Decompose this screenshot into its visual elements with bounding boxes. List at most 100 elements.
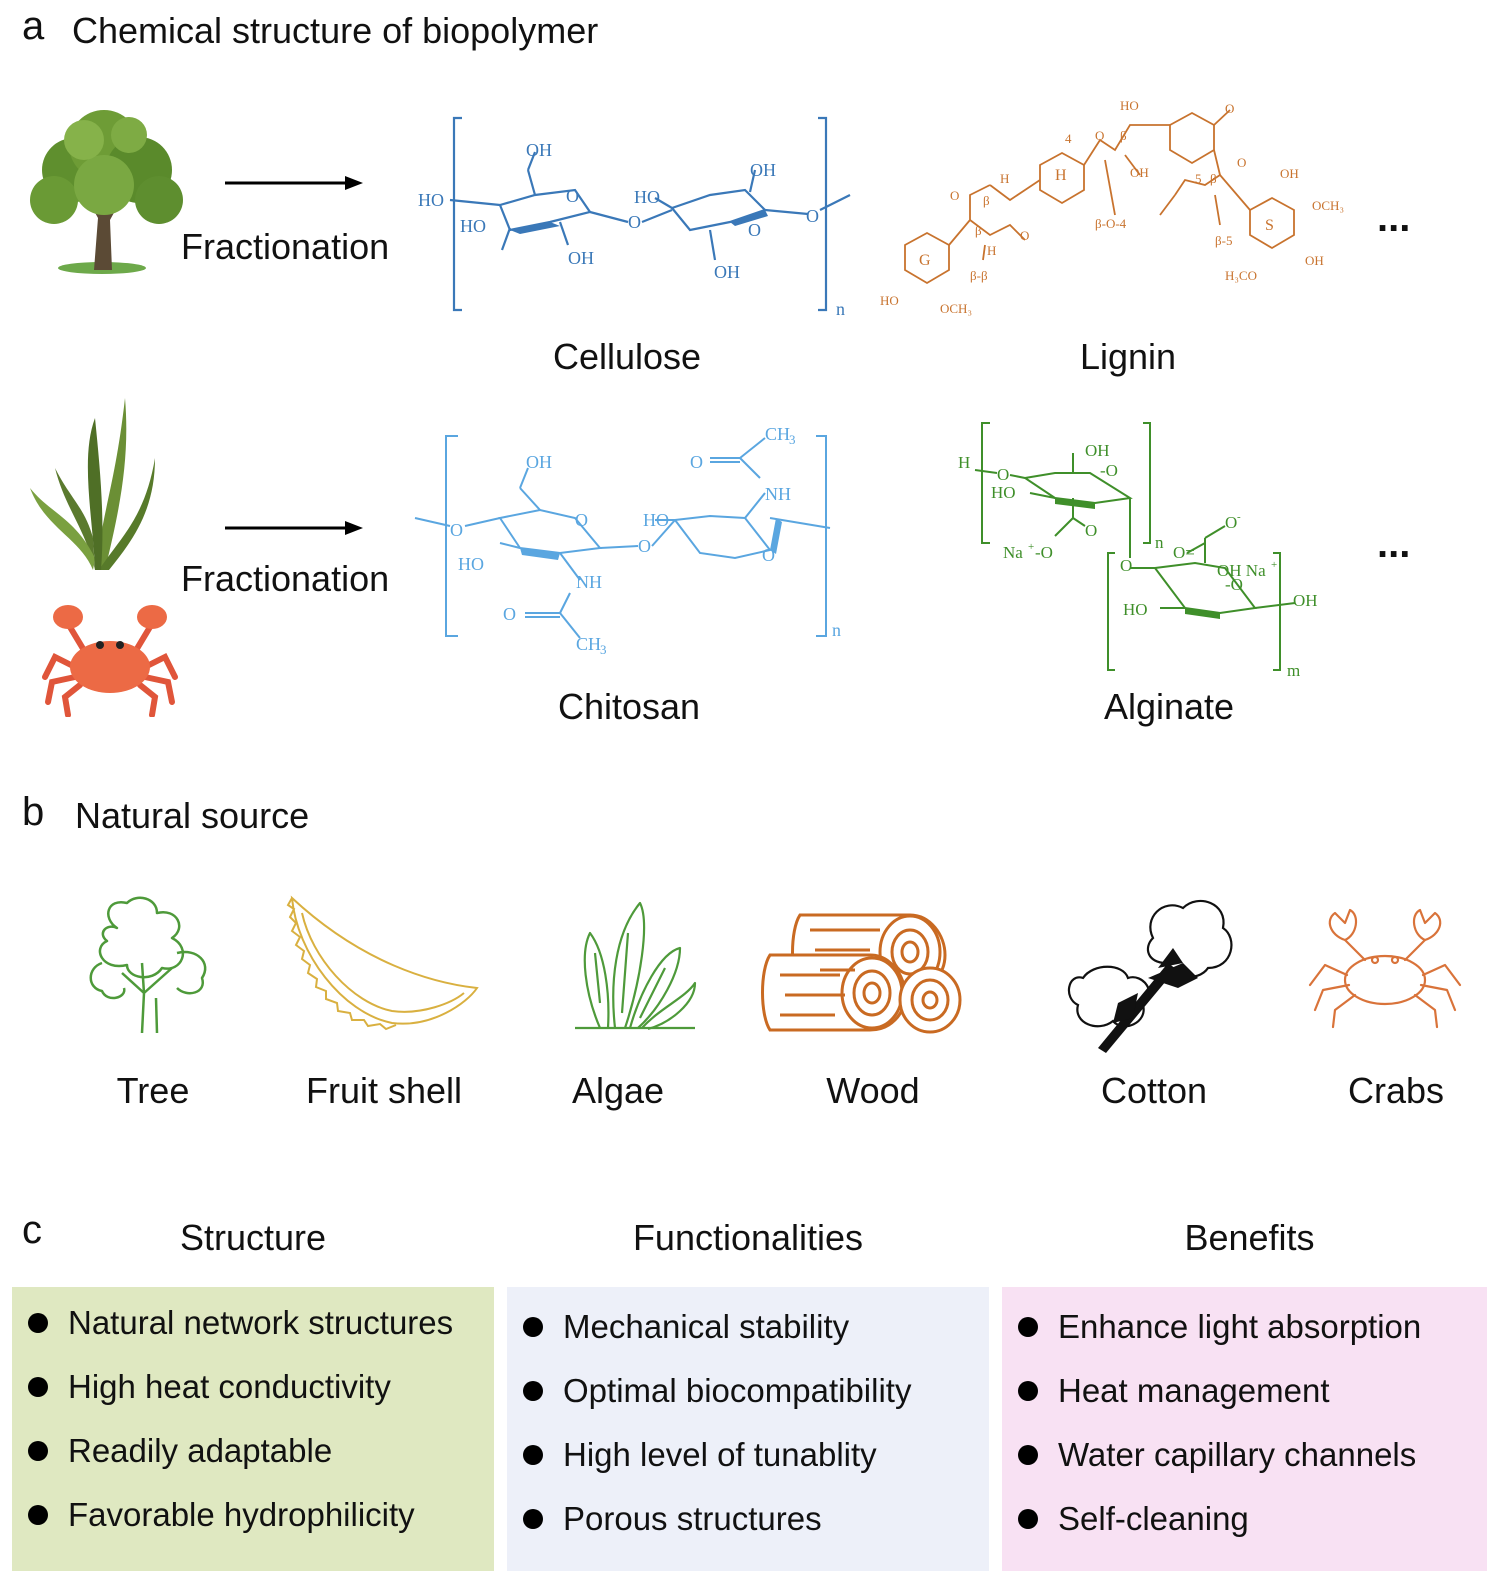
svg-text:OH: OH [1305,253,1324,268]
panel-b-letter: b [22,790,45,834]
svg-text:O: O [628,212,641,232]
svg-text:-O: -O [1035,543,1053,562]
column-heading-functionalities: Functionalities [632,1217,864,1258]
svg-text:H₃CO: H₃CO [1225,268,1257,283]
svg-text:HO: HO [460,216,486,236]
svg-text:O: O [566,186,579,206]
svg-text:O: O [1237,155,1246,170]
fractionation-arrow-2 [225,521,363,535]
chitosan-label: Chitosan [557,686,701,727]
svg-text:n: n [832,620,841,640]
svg-text:O: O [503,604,516,624]
svg-text:HO: HO [634,187,660,207]
svg-text:G: G [919,252,931,269]
cellulose-label: Cellulose [552,336,702,377]
crab-icon [1308,908,1462,1029]
svg-text:HO: HO [418,190,444,210]
column-heading-structure: Structure [179,1217,327,1258]
svg-text:O=: O= [1173,543,1195,562]
panel-a-letter: a [22,4,45,48]
svg-text:OH: OH [714,262,740,282]
benefit-item: Enhance light absorption [1002,1295,1487,1359]
svg-text:H: H [1055,167,1067,184]
tree-icon [89,896,207,1034]
functionalities-box: Mechanical stability Optimal biocompatib… [507,1287,989,1571]
svg-text:H: H [1000,171,1009,186]
svg-text:OCH₃: OCH₃ [940,301,972,316]
svg-text:O: O [575,510,588,530]
seaweed-photo-icon [30,398,155,570]
svg-text:n: n [836,299,845,319]
structure-box: Natural network structures High heat con… [12,1287,494,1571]
ellipsis-row-2: ... [1377,522,1411,566]
svg-text:O: O [1095,128,1104,143]
svg-text:OCH₃: OCH₃ [1312,198,1344,213]
svg-text:3: 3 [789,432,796,447]
ellipsis-row-1: ... [1377,196,1411,240]
functionality-item: Optimal biocompatibility [507,1359,989,1423]
svg-text:O: O [1020,228,1029,243]
panel-b-title: Natural source [75,795,310,836]
crab-photo-icon [42,605,178,717]
cellulose-structure-diagram: OH HO HO O OH O HO OH O OH O n [418,116,851,319]
source-label-cotton: Cotton [1100,1070,1208,1111]
fractionation-label-1: Fractionation [181,226,390,267]
source-label-crabs: Crabs [1347,1070,1445,1111]
structure-item: Readily adaptable [12,1419,494,1483]
svg-text:m: m [1287,661,1300,680]
svg-text:4: 4 [1065,131,1072,146]
svg-text:+: + [1271,559,1277,571]
benefits-box: Enhance light absorption Heat management… [1002,1287,1487,1571]
structure-item: Favorable hydrophilicity [12,1483,494,1547]
fractionation-label-2: Fractionation [181,558,390,599]
svg-text:O: O [997,465,1009,484]
svg-text:HO: HO [643,510,669,530]
svg-text:Na: Na [1003,543,1023,562]
alginate-label: Alginate [1103,686,1235,727]
source-label-wood: Wood [826,1070,920,1111]
svg-text:O: O [1225,101,1234,116]
svg-text:O: O [748,220,761,240]
svg-text:-O: -O [1225,575,1243,594]
svg-text:O: O [762,545,775,565]
structure-item: High heat conductivity [12,1355,494,1419]
svg-text:n: n [1155,533,1164,552]
benefit-item: Heat management [1002,1359,1487,1423]
svg-text:O: O [806,206,819,226]
svg-text:O: O [1120,556,1132,575]
svg-text:OH: OH [568,248,594,268]
svg-text:O: O [1225,513,1237,532]
svg-text:OH: OH [1130,165,1149,180]
svg-text:NH: NH [765,484,791,504]
source-label-fruit-shell: Fruit shell [305,1070,463,1111]
panel-c-letter: c [22,1208,42,1252]
svg-text:β-O-4: β-O-4 [1095,216,1127,231]
svg-text:-O: -O [1100,461,1118,480]
svg-text:3: 3 [600,642,607,657]
svg-text:O: O [950,188,959,203]
cotton-icon [1067,899,1233,1053]
svg-text:H: H [958,453,970,472]
lignin-label: Lignin [1079,336,1177,377]
svg-text:OH: OH [1293,591,1318,610]
svg-text:OH: OH [1280,166,1299,181]
svg-text:β-5: β-5 [1215,233,1232,248]
svg-text:NH: NH [576,572,602,592]
column-heading-benefits: Benefits [1184,1217,1315,1258]
svg-text:S: S [1265,217,1274,234]
chitosan-structure-diagram: OH O HO O NH O CH3 O HO CH3 O NH O n [414,424,841,657]
svg-text:CH: CH [765,424,790,444]
alginate-structure-diagram: H O OH -O HO O Na+-O n O= O- O OH Na+ -O… [958,422,1318,680]
svg-text:O: O [450,520,463,540]
svg-text:HO: HO [1120,98,1139,113]
svg-text:5: 5 [1195,171,1202,186]
functionality-item: Mechanical stability [507,1295,989,1359]
svg-text:H: H [987,243,996,258]
svg-text:HO: HO [991,483,1016,502]
svg-text:-: - [1237,511,1241,523]
svg-text:OH: OH [1085,441,1110,460]
functionality-item: High level of tunablity [507,1423,989,1487]
svg-text:HO: HO [1123,600,1148,619]
svg-text:β-β: β-β [970,268,988,283]
svg-text:β: β [975,223,982,238]
